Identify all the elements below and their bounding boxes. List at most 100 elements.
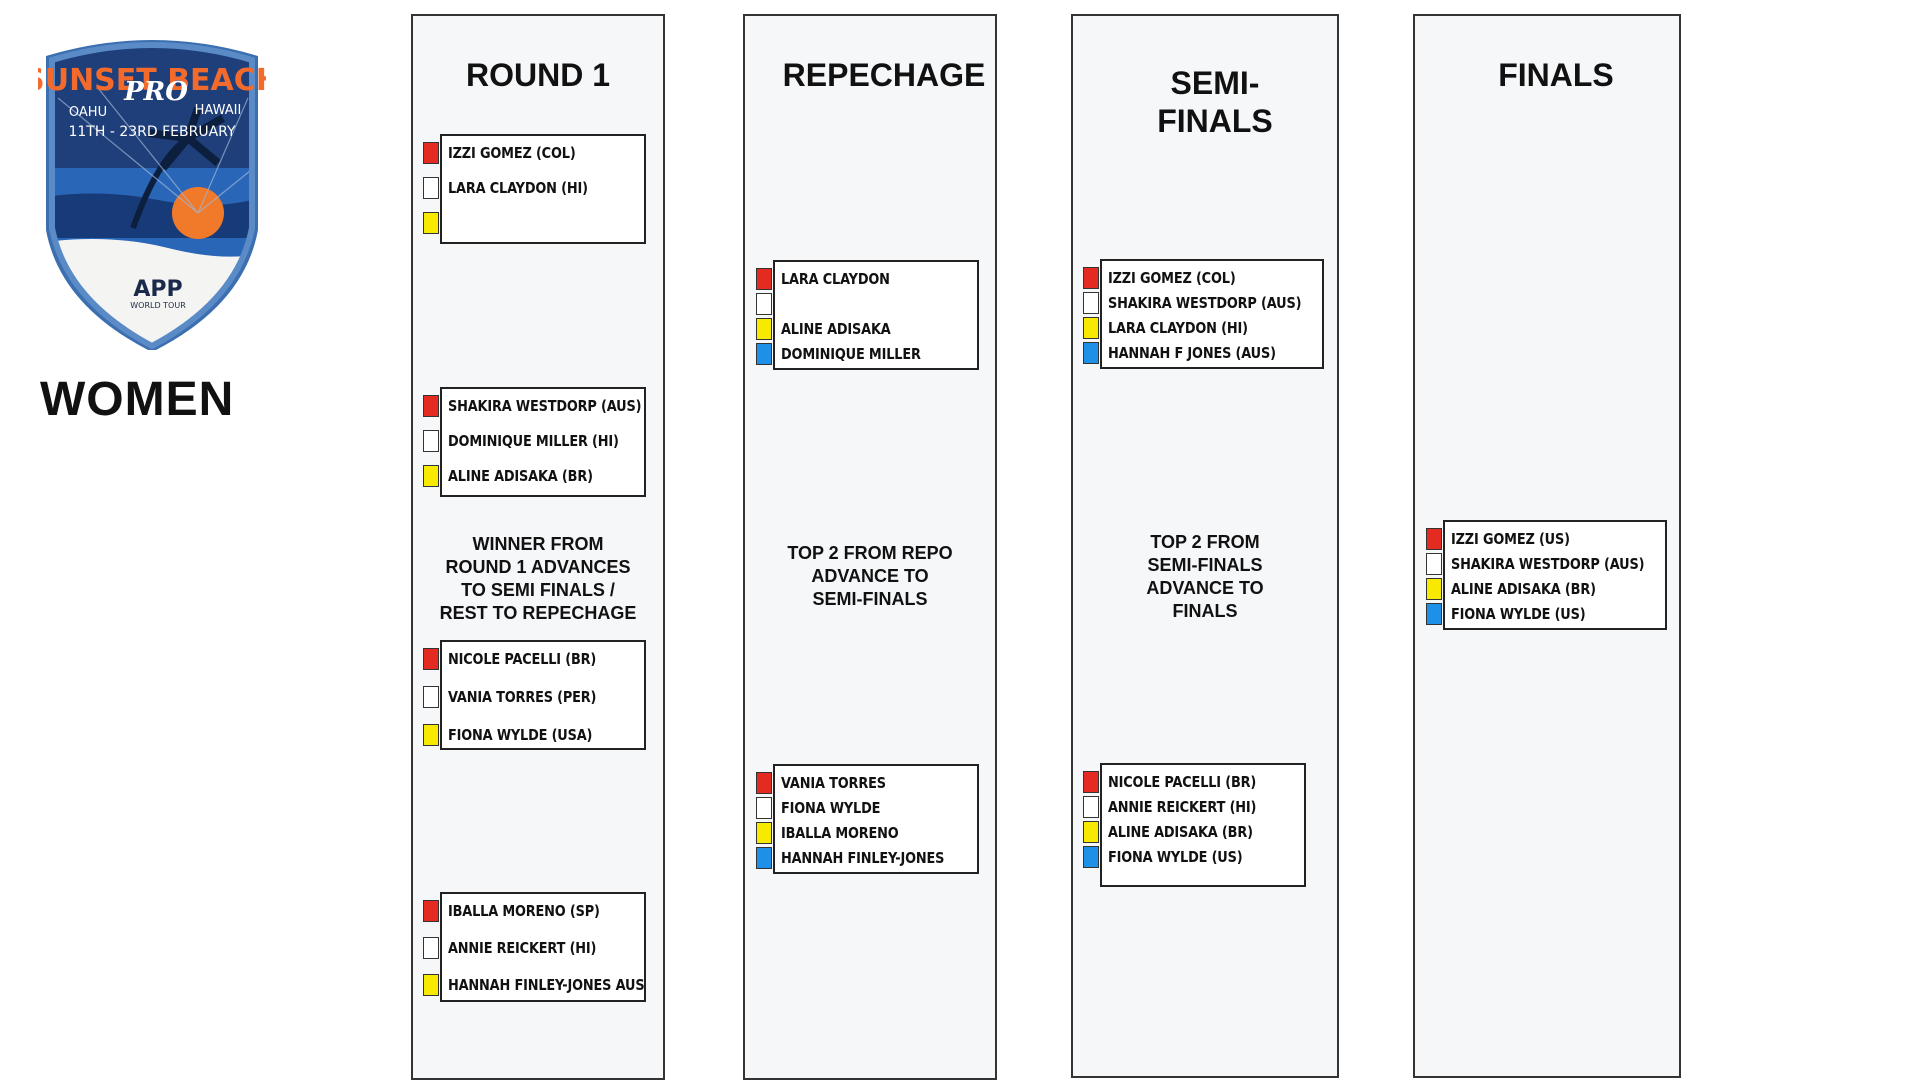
competitor-row: IBALLA MORENO (SP) [423, 900, 644, 924]
jersey-yellow-swatch [1426, 578, 1442, 600]
competitor-row: DOMINIQUE MILLER [756, 343, 977, 367]
jersey-red-swatch [423, 142, 439, 164]
logo-location-right: HAWAII [195, 103, 242, 118]
jersey-white-swatch [1426, 553, 1442, 575]
competitor-row: LARA CLAYDON [756, 268, 977, 292]
competitor-name: FIONA WYLDE (USA) [448, 726, 593, 744]
jersey-white-swatch [756, 797, 772, 819]
competitor-row: NICOLE PACELLI (BR) [423, 648, 644, 672]
column-round-1: ROUND 1 IZZI GOMEZ (COL) LARA CLAYDON (H… [411, 14, 665, 1080]
jersey-red-swatch [756, 268, 772, 290]
category-title: WOMEN [40, 373, 235, 426]
heat-semi-1: IZZI GOMEZ (COL) SHAKIRA WESTDORP (AUS) … [1083, 259, 1324, 369]
competitor-row: ANNIE REICKERT (HI) [423, 937, 644, 961]
jersey-white-swatch [423, 937, 439, 959]
jersey-red-swatch [423, 900, 439, 922]
jersey-yellow-swatch [423, 974, 439, 996]
competitor-row: NICOLE PACELLI (BR) [1083, 771, 1304, 795]
competitor-row: IZZI GOMEZ (US) [1426, 528, 1665, 552]
jersey-yellow-swatch [423, 212, 439, 234]
competitor-row [756, 293, 977, 317]
logo-tour: APP [133, 277, 182, 302]
competitor-name: IBALLA MORENO (SP) [448, 902, 600, 920]
jersey-blue-swatch [756, 847, 772, 869]
heat-round1-3: NICOLE PACELLI (BR) VANIA TORRES (PER) F… [423, 640, 646, 750]
jersey-white-swatch [1083, 796, 1099, 818]
competitor-name: VANIA TORRES (PER) [448, 688, 597, 706]
competitor-name: IZZI GOMEZ (US) [1451, 530, 1570, 548]
competitor-name: ANNIE REICKERT (HI) [1108, 798, 1257, 816]
competitor-name: ALINE ADISAKA (BR) [448, 467, 593, 485]
competitor-name: IZZI GOMEZ (COL) [448, 144, 576, 162]
competitor-name: SHAKIRA WESTDORP (AUS) [1451, 555, 1645, 573]
competitor-row: IZZI GOMEZ (COL) [1083, 267, 1322, 291]
column-title-finals: FINALS [1498, 57, 1614, 93]
jersey-yellow-swatch [1083, 821, 1099, 843]
competitor-row: ALINE ADISAKA (BR) [423, 465, 644, 489]
competitor-name: HANNAH F JONES (AUS) [1108, 344, 1276, 362]
competitor-row: IZZI GOMEZ (COL) [423, 142, 644, 166]
competitor-row: VANIA TORRES (PER) [423, 686, 644, 710]
competitor-row [423, 212, 644, 236]
logo-tour-sub: WORLD TOUR [130, 301, 186, 310]
column-repechage: REPECHAGE LARA CLAYDON ALINE ADISAKA DOM… [743, 14, 997, 1080]
column-title-semi-finals: SEMI- FINALS [1157, 65, 1273, 139]
jersey-red-swatch [1083, 267, 1099, 289]
logo-pro: PRO [123, 77, 188, 107]
competitor-row: DOMINIQUE MILLER (HI) [423, 430, 644, 454]
competitor-row: IBALLA MORENO [756, 822, 977, 846]
competitor-name: DOMINIQUE MILLER [781, 345, 921, 363]
jersey-blue-swatch [1426, 603, 1442, 625]
jersey-white-swatch [423, 430, 439, 452]
competitor-name: ALINE ADISAKA (BR) [1108, 823, 1253, 841]
competitor-name: NICOLE PACELLI (BR) [1108, 773, 1257, 791]
competitor-row: HANNAH F JONES (AUS) [1083, 342, 1322, 366]
competitor-name: IBALLA MORENO [781, 824, 899, 842]
competitor-name: LARA CLAYDON [781, 270, 890, 288]
jersey-red-swatch [423, 395, 439, 417]
competitor-name: HANNAH FINLEY-JONES [781, 849, 945, 867]
heat-repechage-2: VANIA TORRES FIONA WYLDE IBALLA MORENO H… [756, 764, 979, 874]
competitor-name: SHAKIRA WESTDORP (AUS) [1108, 294, 1302, 312]
jersey-yellow-swatch [1083, 317, 1099, 339]
event-logo: SUNSET BEACH PRO OAHU HAWAII 11TH - 23RD… [38, 40, 266, 350]
competitor-row: LARA CLAYDON (HI) [1083, 317, 1322, 341]
competitor-name: IZZI GOMEZ (COL) [1108, 269, 1236, 287]
competitor-name: ALINE ADISAKA (BR) [1451, 580, 1596, 598]
logo-dates: 11TH - 23RD FEBRUARY [68, 124, 236, 140]
competitor-row: FIONA WYLDE (USA) [423, 724, 644, 748]
column-title-repechage: REPECHAGE [782, 57, 986, 93]
heat-round1-2: SHAKIRA WESTDORP (AUS) DOMINIQUE MILLER … [423, 387, 646, 497]
heat-semi-2: NICOLE PACELLI (BR) ANNIE REICKERT (HI) … [1083, 763, 1306, 887]
jersey-white-swatch [423, 686, 439, 708]
heat-round1-1: IZZI GOMEZ (COL) LARA CLAYDON (HI) [423, 134, 646, 244]
jersey-yellow-swatch [756, 318, 772, 340]
column-finals: FINALS IZZI GOMEZ (US) SHAKIRA WESTDORP … [1413, 14, 1681, 1078]
jersey-blue-swatch [1083, 342, 1099, 364]
jersey-red-swatch [1083, 771, 1099, 793]
competitor-row: VANIA TORRES [756, 772, 977, 796]
semis-advancement-note: TOP 2 FROM SEMI-FINALS ADVANCE TO FINALS [1146, 532, 1264, 621]
competitor-row: HANNAH FINLEY-JONES AUS [423, 974, 645, 998]
logo-location-left: OAHU [69, 105, 107, 120]
competitor-name: VANIA TORRES [781, 774, 886, 792]
column-title-round-1: ROUND 1 [465, 57, 610, 93]
jersey-red-swatch [1426, 528, 1442, 550]
competitor-row: ANNIE REICKERT (HI) [1083, 796, 1304, 820]
heat-repechage-1: LARA CLAYDON ALINE ADISAKA DOMINIQUE MIL… [756, 260, 979, 370]
jersey-white-swatch [1083, 292, 1099, 314]
competitor-name: LARA CLAYDON (HI) [1108, 319, 1248, 337]
jersey-red-swatch [756, 772, 772, 794]
logo-event-name: SUNSET BEACH [38, 63, 266, 98]
competitor-row: ALINE ADISAKA (BR) [1426, 578, 1665, 602]
jersey-yellow-swatch [423, 465, 439, 487]
jersey-blue-swatch [756, 343, 772, 365]
heat-final: IZZI GOMEZ (US) SHAKIRA WESTDORP (AUS) A… [1426, 520, 1667, 630]
competitor-name: DOMINIQUE MILLER (HI) [448, 432, 619, 450]
jersey-white-swatch [756, 293, 772, 315]
competitor-row: FIONA WYLDE [756, 797, 977, 821]
heat-round1-4: IBALLA MORENO (SP) ANNIE REICKERT (HI) H… [423, 892, 646, 1002]
competitor-name: FIONA WYLDE [781, 799, 881, 817]
competitor-row: SHAKIRA WESTDORP (AUS) [1426, 553, 1665, 577]
jersey-white-swatch [423, 177, 439, 199]
